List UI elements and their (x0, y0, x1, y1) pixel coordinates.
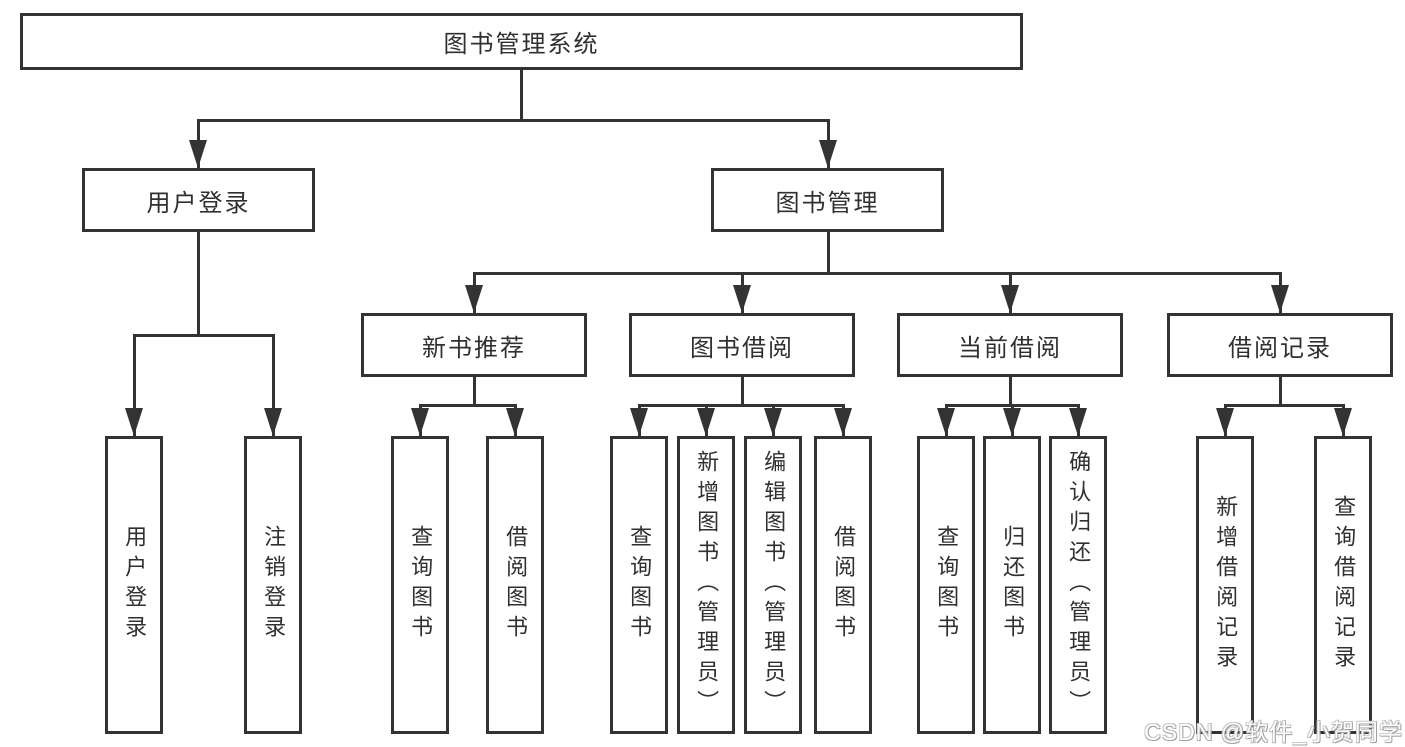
leaf-borrow-book-recommend: 借阅图书 (486, 436, 544, 734)
node-library-system: 图书管理系统 (20, 13, 1023, 70)
node-label: 借阅记录 (1228, 334, 1332, 362)
leaf-query-book-borrowing: 查询图书 (610, 436, 668, 734)
connector-line (741, 377, 744, 405)
connector-line (638, 404, 845, 407)
arrowhead-down-icon (1216, 408, 1234, 436)
arrowhead-down-icon (733, 285, 751, 313)
node-label: 查询图书 (934, 525, 960, 645)
node-label: 用户登录 (146, 189, 251, 217)
leaf-user-login: 用户登录 (105, 436, 163, 734)
node-label: 新书推荐 (422, 334, 526, 362)
node-label: 查询图书 (627, 525, 653, 645)
connector-line (197, 232, 200, 335)
node-label: 图书借阅 (690, 334, 794, 362)
arrowhead-down-icon (1069, 408, 1087, 436)
leaf-add-borrow-record: 新增借阅记录 (1196, 436, 1254, 734)
connector-line (1279, 377, 1282, 405)
arrowhead-down-icon (465, 285, 483, 313)
node-label: 当前借阅 (958, 334, 1062, 362)
leaf-query-book-current: 查询图书 (917, 436, 975, 734)
node-label: 图书管理系统 (443, 31, 600, 58)
leaf-confirm-return-admin: 确认归还（管理员） (1049, 436, 1107, 734)
arrowhead-down-icon (697, 408, 715, 436)
node-label: 确认归还（管理员） (1066, 450, 1092, 720)
arrowhead-down-icon (834, 408, 852, 436)
connector-line (133, 334, 275, 337)
arrowhead-down-icon (264, 408, 282, 436)
connector-line (197, 119, 830, 122)
node-book-management: 图书管理 (711, 168, 944, 232)
arrowhead-down-icon (189, 140, 207, 168)
connector-line (133, 335, 136, 436)
leaf-edit-book-admin: 编辑图书（管理员） (744, 436, 802, 734)
arrowhead-down-icon (125, 408, 143, 436)
arrowhead-down-icon (937, 408, 955, 436)
arrowhead-down-icon (411, 408, 429, 436)
arrowhead-down-icon (630, 408, 648, 436)
node-user-login: 用户登录 (82, 168, 315, 232)
node-label: 新增借阅记录 (1213, 495, 1239, 675)
node-label: 注销登录 (261, 525, 287, 645)
connector-line (520, 70, 523, 120)
leaf-query-book-recommend: 查询图书 (391, 436, 449, 734)
node-new-book-recommend: 新书推荐 (361, 313, 587, 377)
connector-line (272, 335, 275, 436)
node-label: 借阅图书 (503, 525, 529, 645)
node-label: 查询图书 (408, 525, 434, 645)
node-label: 归还图书 (1000, 525, 1026, 645)
node-label: 新增图书（管理员） (694, 450, 720, 720)
arrowhead-down-icon (764, 408, 782, 436)
arrowhead-down-icon (506, 408, 524, 436)
leaf-return-book: 归还图书 (983, 436, 1041, 734)
connector-line (1224, 404, 1345, 407)
arrowhead-down-icon (1003, 408, 1021, 436)
leaf-logout: 注销登录 (244, 436, 302, 734)
connector-line (473, 377, 476, 405)
leaf-borrow-book: 借阅图书 (814, 436, 872, 734)
leaf-add-book-admin: 新增图书（管理员） (677, 436, 735, 734)
connector-line (473, 272, 1282, 275)
arrowhead-down-icon (1271, 285, 1289, 313)
node-label: 用户登录 (122, 525, 148, 645)
node-label: 借阅图书 (831, 525, 857, 645)
arrowhead-down-icon (1334, 408, 1352, 436)
connector-line (945, 404, 1080, 407)
csdn-watermark: CSDN @软件_小贺同学 (1144, 719, 1403, 745)
node-label: 查询借阅记录 (1331, 495, 1357, 675)
node-label: 图书管理 (775, 189, 880, 217)
node-book-borrowing: 图书借阅 (629, 313, 855, 377)
connector-line (1009, 377, 1012, 405)
arrowhead-down-icon (1001, 285, 1019, 313)
node-current-borrowing: 当前借阅 (897, 313, 1123, 377)
arrowhead-down-icon (819, 140, 837, 168)
node-borrowing-records: 借阅记录 (1167, 313, 1393, 377)
node-label: 编辑图书（管理员） (761, 450, 787, 720)
connector-line (419, 404, 517, 407)
connector-line (827, 232, 830, 273)
leaf-query-borrow-record: 查询借阅记录 (1314, 436, 1372, 734)
